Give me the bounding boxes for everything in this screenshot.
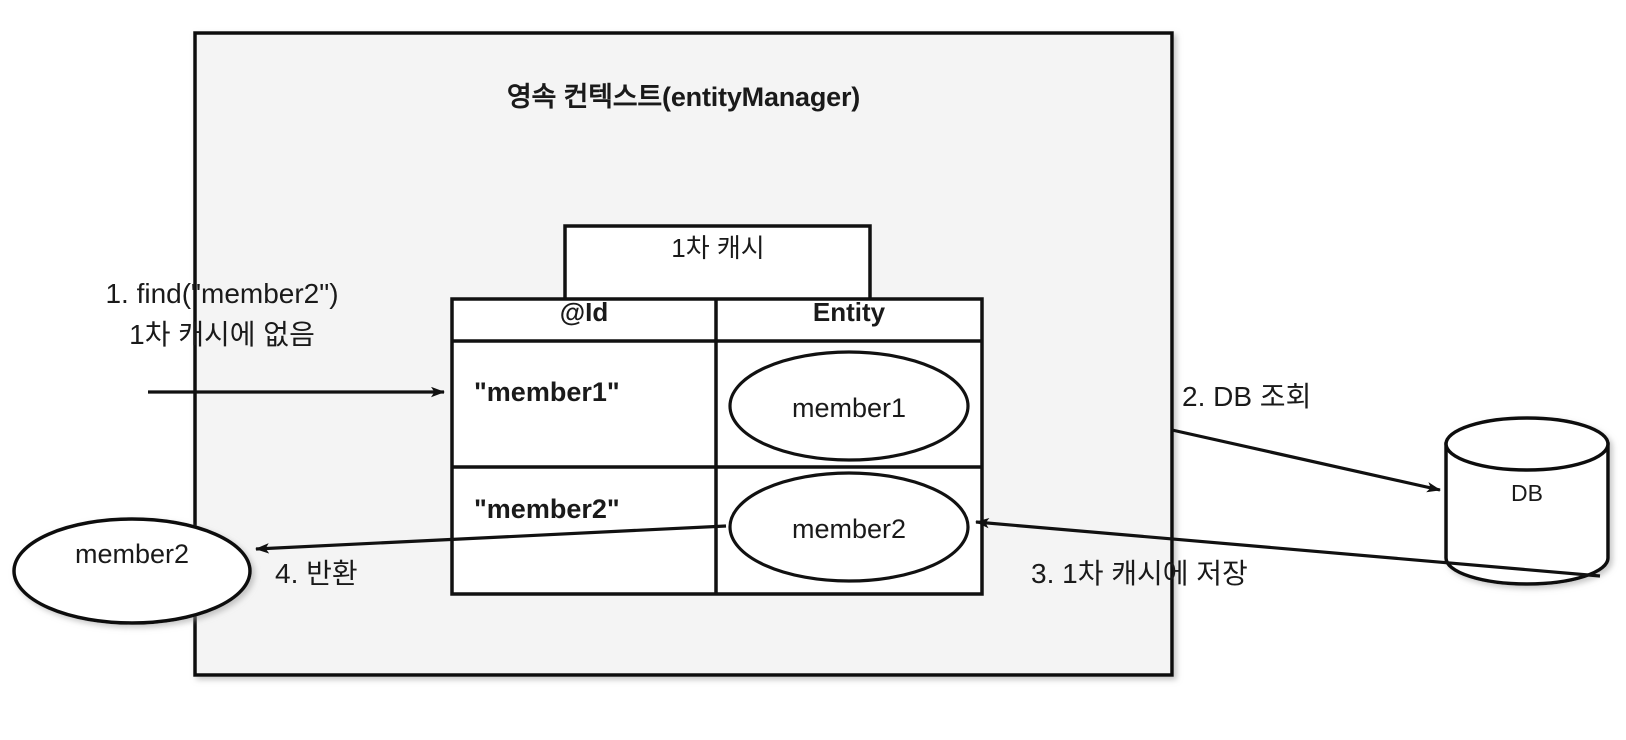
table-column-header-entity: Entity: [812, 297, 886, 327]
returned-entity-ellipse: [12, 517, 252, 625]
step-1-label-line2: 1차 캐시에 없음: [129, 319, 315, 350]
arrow-store-in-cache: [975, 517, 1601, 578]
table-cell-id-member2: "member2": [474, 494, 620, 524]
database-label: DB: [1511, 480, 1543, 506]
step-4-label: 4. 반환: [275, 558, 358, 589]
database-cylinder: [1444, 416, 1610, 586]
table-column-header-id: @Id: [559, 297, 609, 327]
entity-ellipse-member2: [728, 471, 970, 583]
step-2-label: 2. DB 조회: [1182, 381, 1312, 412]
table-cell-entity-member1: member1: [791, 393, 907, 423]
arrow-db-query: [1171, 428, 1441, 493]
table-cell-id-member1: "member1": [474, 377, 620, 407]
first-level-cache-label: 1차 캐시: [671, 233, 765, 263]
arrow-return-entity: [255, 524, 727, 554]
table-cell-entity-member2: member2: [791, 514, 907, 544]
step-1-label-line1: 1. find("member2"): [105, 278, 339, 309]
first-level-cache-box: [563, 224, 872, 300]
step-3-label: 3. 1차 캐시에 저장: [1031, 558, 1248, 589]
entity-ellipse-member1: [728, 350, 970, 462]
persistence-context-title: 영속 컨텍스트(entityManager): [506, 82, 861, 112]
returned-entity-label: member2: [74, 539, 190, 569]
